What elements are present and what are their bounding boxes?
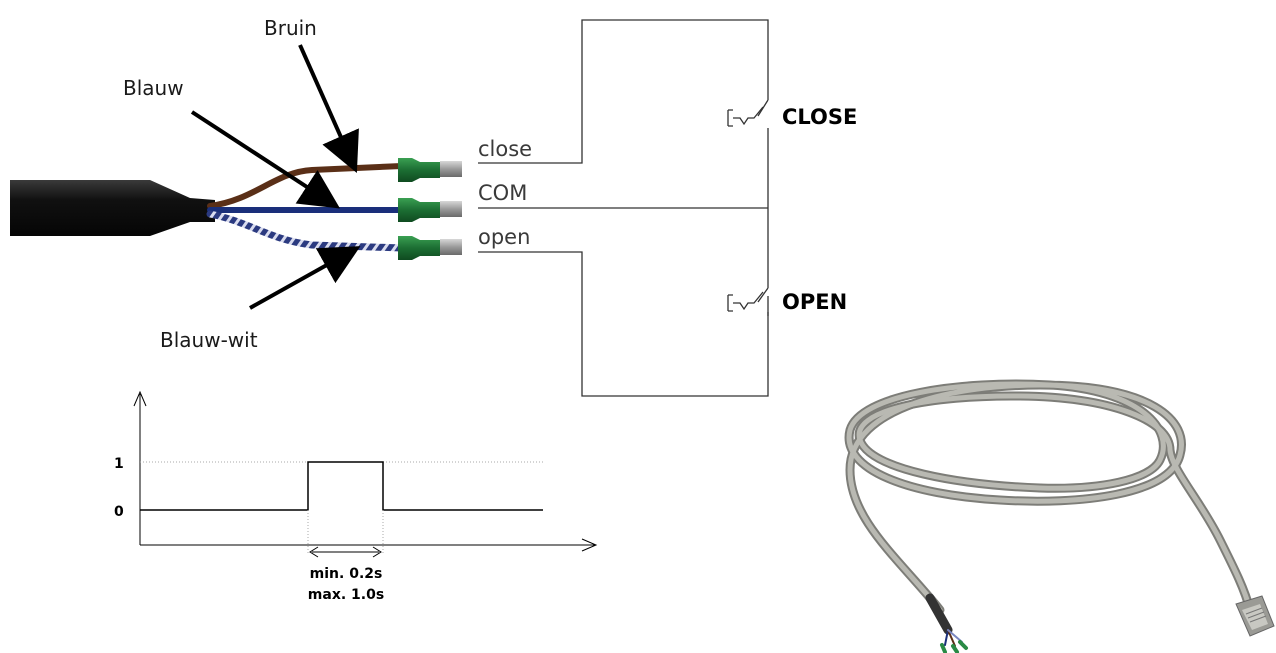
terminal-com-label: COM xyxy=(478,181,527,205)
level-low-label: 0 xyxy=(114,504,124,520)
terminal-close-label: close xyxy=(478,137,532,161)
ferrule-open xyxy=(398,236,462,260)
switch-close-label: CLOSE xyxy=(782,105,857,129)
label-bruin: Bruin xyxy=(264,16,317,40)
label-blauw: Blauw xyxy=(123,76,184,100)
open-pushbutton-symbol xyxy=(727,291,764,312)
ferrule-close xyxy=(398,158,462,182)
timing-diagram xyxy=(133,390,598,558)
cable-assembly xyxy=(10,158,462,260)
grey-cable-photo xyxy=(844,379,1255,653)
label-blauw-wit: Blauw-wit xyxy=(160,328,258,352)
cable-jacket xyxy=(10,180,215,236)
blauw-wit-arrow xyxy=(249,246,361,310)
rj-connector xyxy=(1235,595,1275,637)
blue-white-wire xyxy=(206,210,406,252)
switch-schematic xyxy=(478,19,769,397)
close-pushbutton-symbol xyxy=(727,106,764,127)
bruin-arrow xyxy=(298,44,359,173)
duration-min-label: min. 0.2s xyxy=(310,566,383,582)
switch-open-label: OPEN xyxy=(782,290,847,314)
level-high-label: 1 xyxy=(114,456,124,472)
ferrule-com xyxy=(398,198,462,222)
duration-max-label: max. 1.0s xyxy=(308,587,384,603)
pulse-signal xyxy=(140,461,543,511)
blauw-arrow xyxy=(190,110,341,209)
terminal-open-label: open xyxy=(478,225,530,249)
